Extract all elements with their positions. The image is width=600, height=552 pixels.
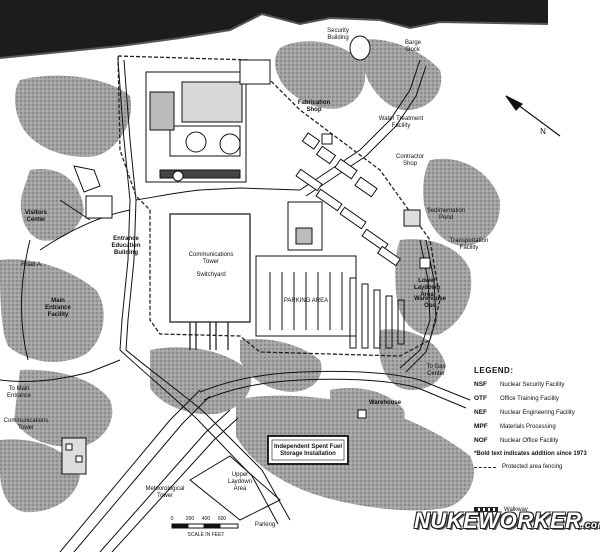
legend-title: LEGEND: xyxy=(474,366,514,375)
label-parking: Parking xyxy=(254,522,276,528)
label-transportation-facility: Transportation Facility xyxy=(449,238,489,251)
legend-item: MPF Materials Processing xyxy=(474,422,598,431)
legend-text: Nuclear Office Facility xyxy=(500,437,559,444)
walkway-symbol xyxy=(474,507,498,512)
label-road-a: Road A xyxy=(21,262,41,268)
map-legend: LEGEND: NSF Nuclear Security Facility OT… xyxy=(474,366,598,514)
label-sedimentation-pond: Sedimentation Pond xyxy=(426,208,466,221)
legend-item: NOF Nuclear Office Facility xyxy=(474,436,598,445)
scale-bar xyxy=(171,523,239,529)
scale-tick-0: 0 xyxy=(170,516,174,522)
support-buildings xyxy=(295,35,431,419)
label-contractor-shop: Contractor Shop xyxy=(395,154,424,167)
legend-code: NOF xyxy=(474,437,488,444)
legend-walkway-label: Walkway xyxy=(504,506,528,513)
isfsi-pad xyxy=(267,435,349,465)
label-communications-tower: Communications Tower xyxy=(188,252,234,265)
legend-walkway-row: Walkway xyxy=(474,505,598,514)
label-fabrication-shop: Fabrication Shop xyxy=(297,100,331,113)
parking-lots xyxy=(255,201,405,349)
legend-item: OTF Office Training Facility xyxy=(474,394,598,403)
nukeworker-logo: NUKEWORKER.com xyxy=(414,508,600,534)
label-isfsi: Independent Spent Fuel Storage Installat… xyxy=(273,444,342,457)
north-arrow xyxy=(505,95,561,137)
label-warehouse: Warehouse xyxy=(368,400,402,406)
legend-code: NEF xyxy=(474,409,487,416)
legend-fence-label: Protected area fencing xyxy=(502,463,563,470)
label-communications-tower-left: Communications Tower xyxy=(3,418,49,431)
legend-code: MPF xyxy=(474,423,488,430)
label-north: N xyxy=(540,127,546,136)
label-security-building: Security Building xyxy=(327,28,349,41)
legend-code: OTF xyxy=(474,395,487,402)
switchyard-block xyxy=(169,213,251,350)
fence-symbol xyxy=(474,467,496,468)
legend-text: Nuclear Engineering Facility xyxy=(500,409,575,416)
label-meteorological-tower: Meteorological Tower xyxy=(145,486,185,499)
entrance-facilities xyxy=(61,165,113,475)
legend-note: *Bold text indicates addition since 1973 xyxy=(474,451,587,457)
legend-text: Office Training Facility xyxy=(500,395,559,402)
label-main-entrance: Main Entrance Facility xyxy=(45,298,71,318)
scale-tick-200: 200 xyxy=(185,516,195,522)
label-visitors-center: Visitors Center xyxy=(25,210,47,223)
label-switchyard: Switchyard xyxy=(196,272,226,278)
scale-tick-600: 600 xyxy=(217,516,227,522)
legend-item: NSF Nuclear Security Facility xyxy=(474,380,598,389)
label-to-gas-center: To Gas Center xyxy=(426,364,446,377)
label-warehouse-ops: Warehouse Ops xyxy=(413,296,447,309)
label-parking-area: PARKING AREA xyxy=(283,298,329,304)
river-shore xyxy=(0,12,549,59)
legend-fence-row: Protected area fencing xyxy=(474,462,598,471)
label-to-main-entrance: To Main Entrance xyxy=(6,386,31,399)
upper-laydown xyxy=(189,455,281,521)
logo-text: NUKEWORKER xyxy=(414,508,582,533)
wooded-areas xyxy=(0,39,501,513)
roads xyxy=(0,59,471,552)
label-scale: SCALE IN FEET xyxy=(187,532,225,538)
label-barge-dock: Barge Dock xyxy=(404,40,421,53)
label-lower-laydown: Lower Laydown Area xyxy=(413,278,440,298)
legend-code: NSF xyxy=(474,381,487,388)
label-entrance-building: Entrance Education Building xyxy=(111,236,141,256)
power-block xyxy=(145,59,271,183)
legend-item: NEF Nuclear Engineering Facility xyxy=(474,408,598,417)
legend-text: Materials Processing xyxy=(500,423,556,430)
logo-suffix: .com xyxy=(581,520,600,531)
legend-text: Nuclear Security Facility xyxy=(500,381,565,388)
label-upper-laydown: Upper Laydown Area xyxy=(227,472,253,492)
protected-area-fence xyxy=(117,55,441,357)
label-water-treatment: Water Treatment Facility xyxy=(378,116,424,129)
scale-tick-400: 400 xyxy=(201,516,211,522)
